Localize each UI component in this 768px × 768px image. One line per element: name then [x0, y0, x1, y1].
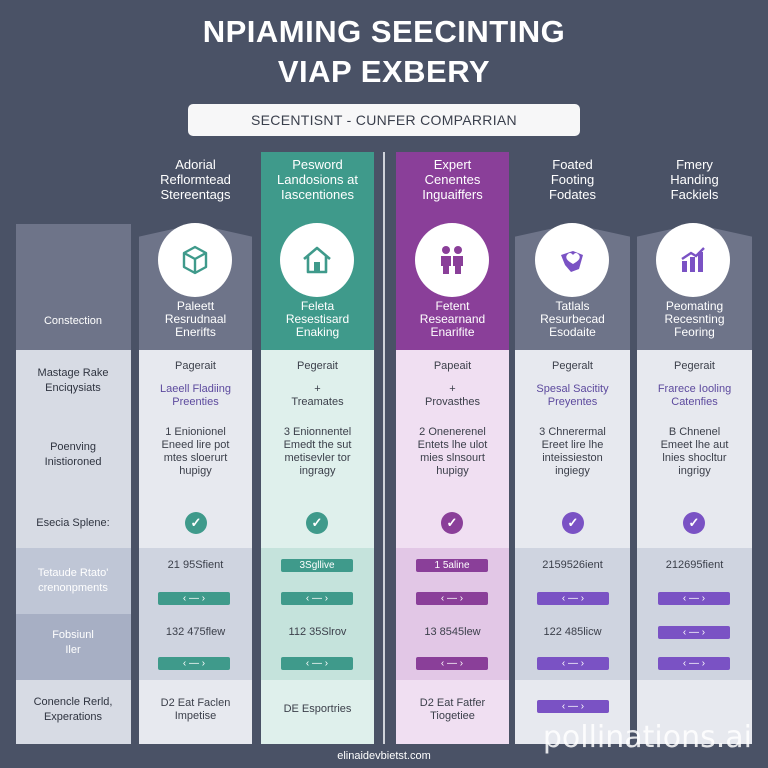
column-2-r1a: Pegerait — [297, 360, 338, 372]
row-label-bg-top — [16, 224, 131, 350]
column-4-r2: 3 Chnerermal Ereet lire lhe inteissiesto… — [539, 426, 606, 477]
column-5-r1b: Frarece Iooling Catenfies — [657, 383, 732, 408]
column-1-last: D2 Eat Faclen Impetise — [160, 697, 231, 722]
column-5-r1a: Pegerait — [674, 360, 715, 372]
column-3-icon-circle — [415, 223, 489, 297]
column-1-range-bar-1: ‹ — › — [158, 592, 230, 605]
row-label-2: Mastage Rake Enciqysiats — [37, 367, 109, 394]
footer-url: elinaidevbietst.com — [337, 750, 431, 762]
column-divider — [383, 152, 385, 744]
column-1-icon-circle — [158, 223, 232, 297]
column-2-check-icon: ✓ — [306, 512, 328, 534]
column-5-check-icon: ✓ — [683, 512, 705, 534]
column-2-pill1: 3Sgllive — [299, 560, 335, 571]
column-4-range-bar-3: ‹ — › — [537, 700, 609, 713]
row-label-column — [16, 152, 131, 744]
column-3-range-bar-2: ‹ — › — [416, 657, 488, 670]
box-icon — [182, 245, 208, 275]
title-line-2: VIAP EXBERY — [277, 54, 491, 89]
column-2-range-bar-1: 3Sgllive — [281, 559, 353, 572]
column-3-r2: 2 Onenerenel Entets lhe ulot mies slnsou… — [417, 426, 488, 477]
column-4-mid: Tatlals Resurbecad Esodaite — [540, 299, 605, 339]
row-label-4: Esecia Splene: — [36, 517, 110, 529]
column-3-range-bar-1b: ‹ — › — [416, 592, 488, 605]
row-label-3: Poenving Inistioroned — [44, 441, 102, 468]
people-icon — [441, 246, 463, 274]
column-1-range-bar-2: ‹ — › — [158, 657, 230, 670]
column-5-r2: B Chnenel Emeet lhe aut lnies shocltur i… — [660, 426, 729, 477]
column-3-r1a: Papeait — [433, 360, 472, 372]
column-1-pill1: 21 95Sfient — [167, 559, 224, 571]
chart-icon — [681, 247, 705, 272]
column-3-r1b: + Provasthes — [424, 383, 481, 408]
column-body-bg — [637, 350, 752, 744]
column-2-r1b: + Treamates — [291, 383, 344, 408]
column-2-range-bar-1b: ‹ — › — [281, 592, 353, 605]
row-label-bg-alt — [16, 548, 131, 614]
row-label-bg-alt2 — [16, 614, 131, 680]
column-2-r2: 3 Enionnentel Emedt the sut metisevler t… — [283, 426, 352, 477]
column-4-pill1: 2159526ient — [542, 559, 603, 571]
subtitle-banner: SECENTISNT - CUNFER COMPARRIAN — [188, 104, 580, 136]
column-4-check-icon: ✓ — [562, 512, 584, 534]
column-4-header: Foated Footing Fodates — [549, 157, 596, 202]
column-4-r1b: Spesal Sacitity Preyentes — [536, 383, 609, 408]
column-body-bg — [261, 350, 374, 744]
column-3-last: D2 Eat Fatfer Tiogetiee — [419, 697, 486, 722]
column-1-check-icon: ✓ — [185, 512, 207, 534]
column-3-pill2: 13 8545lew — [424, 626, 481, 638]
column-1-pill2: 132 475flew — [165, 626, 226, 638]
column-2-icon-circle — [280, 223, 354, 297]
column-4-range-bar-2: ‹ — › — [537, 657, 609, 670]
column-5-range-bar-2: ‹ — › — [658, 626, 730, 639]
watermark: pollinations.ai — [542, 720, 752, 755]
column-1-r1a: Pagerait — [175, 360, 216, 372]
column-5-pill1: 212695fient — [665, 559, 724, 571]
column-3-header: Expert Cenentes Inguaiffers — [422, 157, 483, 202]
heart-hand-icon — [561, 251, 583, 272]
row-label-7: Conencle Rerld, Experations — [33, 696, 113, 723]
column-4-range-bar-1: ‹ — › — [537, 592, 609, 605]
column-5-header: Fmery Handing Fackiels — [670, 157, 719, 202]
column-5-range-bar-3: ‹ — › — [658, 657, 730, 670]
column-4-icon-circle — [535, 223, 609, 297]
column-3-pill1: 1 5aline — [434, 560, 470, 571]
row-label-5: Tetaude Rtato' crenonpments — [37, 567, 109, 594]
column-body-bg — [139, 350, 252, 744]
column-1-r1b: Laeell Fladiing Preenties — [160, 383, 231, 408]
column-3-mid: Fetent Researnand Enarifite — [419, 299, 486, 339]
house-icon — [303, 246, 331, 274]
column-1-mid: Paleett Resrudnaal Enerifts — [164, 299, 227, 339]
column-body-bg — [396, 350, 509, 744]
column-5-icon-circle — [656, 223, 730, 297]
column-4-r1a: Pegeralt — [552, 360, 593, 372]
page-title: NPIAMING SEECINTING VIAP EXBERY — [0, 12, 768, 92]
column-4-pill2: 122 485licw — [543, 626, 602, 638]
column-1-header: Adorial Reflormtead Stereentags — [160, 157, 231, 202]
title-line-1: NPIAMING SEECINTING — [202, 14, 566, 49]
row-label-1: Constection — [43, 315, 103, 327]
column-5-mid: Peomating Recesnting Feoring — [664, 299, 725, 339]
column-body-bg — [515, 350, 630, 744]
row-label-6: Fobsiunl Iler — [52, 629, 94, 656]
column-1-r2: 1 Enionionel Eneed lire pot mtes sloerur… — [161, 426, 230, 477]
row-label-bg — [16, 350, 131, 744]
column-5-range-bar-1: ‹ — › — [658, 592, 730, 605]
column-3-check-icon: ✓ — [441, 512, 463, 534]
column-2-mid: Feleta Resestisard Enaking — [285, 299, 350, 339]
column-2-range-bar-2: ‹ — › — [281, 657, 353, 670]
column-3-range-bar-1: 1 5aline — [416, 559, 488, 572]
column-2-header: Pesword Landosions at Iascentiones — [277, 157, 358, 202]
column-2-pill2: 112 35Slrov — [288, 626, 347, 638]
column-2-last: DE Esportries — [283, 703, 352, 715]
